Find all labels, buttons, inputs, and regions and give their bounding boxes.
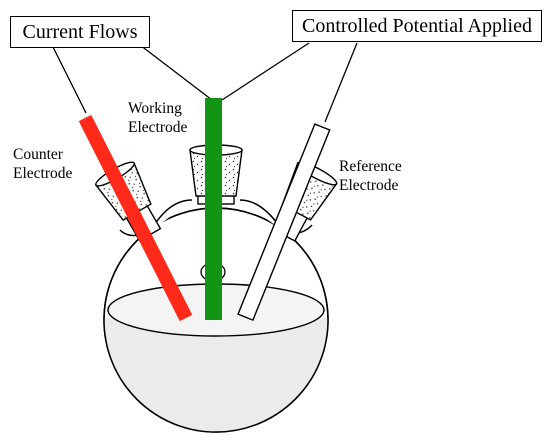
potential-leader-line-reference xyxy=(324,42,358,123)
counter-label-line1: Counter xyxy=(13,146,63,163)
working-label-line1: Working xyxy=(128,100,182,117)
reference-label-line2: Electrode xyxy=(339,177,399,194)
working-electrode-label: Working Electrode xyxy=(128,99,187,137)
reference-electrode-label: Reference Electrode xyxy=(339,157,402,195)
counter-label-line2: Electrode xyxy=(13,165,73,182)
counter-electrode xyxy=(78,114,193,322)
current-leader-line-working xyxy=(139,44,213,101)
reference-electrode xyxy=(237,123,331,322)
counter-electrode-label: Counter Electrode xyxy=(13,145,72,183)
potential-leader-line-working xyxy=(221,42,310,101)
reference-label-line1: Reference xyxy=(339,158,402,175)
working-label-line2: Electrode xyxy=(128,119,188,136)
current-flows-label-box: Current Flows xyxy=(10,16,150,48)
working-electrode xyxy=(205,98,222,320)
current-leader-line-counter xyxy=(51,44,87,114)
controlled-potential-label-box: Controlled Potential Applied xyxy=(292,10,542,42)
